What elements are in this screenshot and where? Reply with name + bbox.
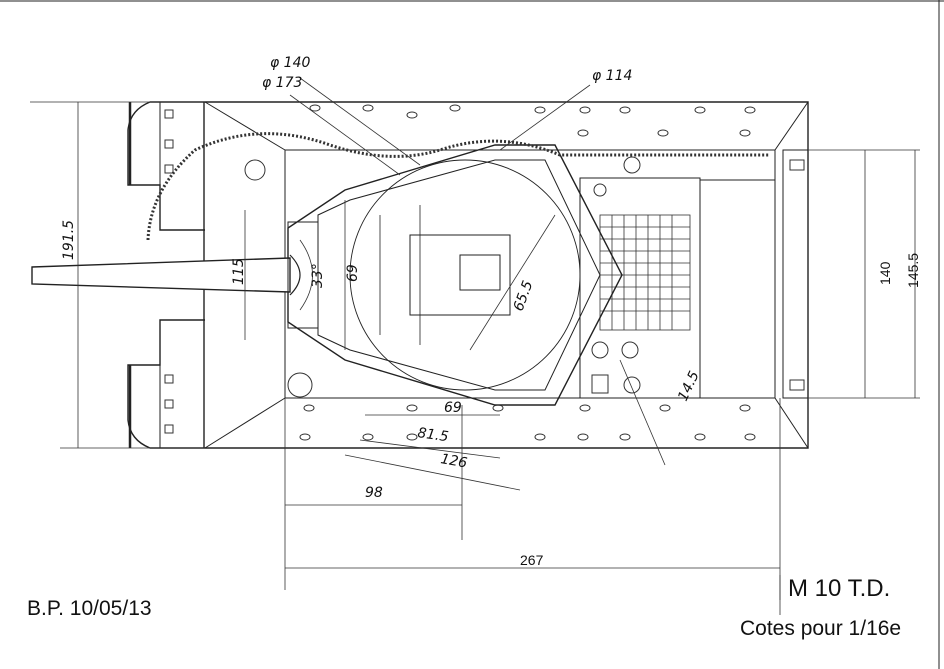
engine-grille: [599, 214, 691, 331]
dim-phi-140: φ 140: [270, 55, 311, 71]
dim-turret-81-5: 81.5: [416, 425, 449, 445]
dim-turret-65-5: 65.5: [511, 279, 537, 314]
dim-turret-126: 126: [439, 451, 468, 471]
dim-267: 267: [520, 552, 544, 568]
main-gun: [31, 221, 319, 329]
dim-191-5: 191.5: [61, 220, 77, 260]
dim-turret-69-vertical: 69: [345, 264, 361, 282]
dim-phi-173: φ 173: [262, 75, 302, 91]
drawing-subtitle: Cotes pour 1/16e: [740, 617, 902, 640]
dim-turret-69-horizontal: 69: [444, 400, 462, 416]
dim-phi-114: φ 114: [592, 68, 632, 84]
hull-outline: [127, 101, 809, 449]
turret: [287, 144, 623, 406]
dim-angle-33: 33°: [310, 263, 326, 288]
dim-145-5: 145.5: [905, 253, 921, 288]
hull-bolts: [164, 104, 805, 441]
dim-98: 98: [365, 485, 383, 501]
drawing-title: M 10 T.D.: [788, 575, 891, 602]
tow-cable: [146, 132, 770, 241]
dimension-lines: [30, 77, 920, 600]
dim-140: 140: [877, 261, 893, 285]
drawing-signature: B.P. 10/05/13: [27, 597, 152, 620]
dimension-labels: φ 140 φ 173 φ 114 267 98 191.5 140 145.5…: [61, 55, 921, 568]
dim-mantlet-115: 115: [231, 258, 247, 285]
